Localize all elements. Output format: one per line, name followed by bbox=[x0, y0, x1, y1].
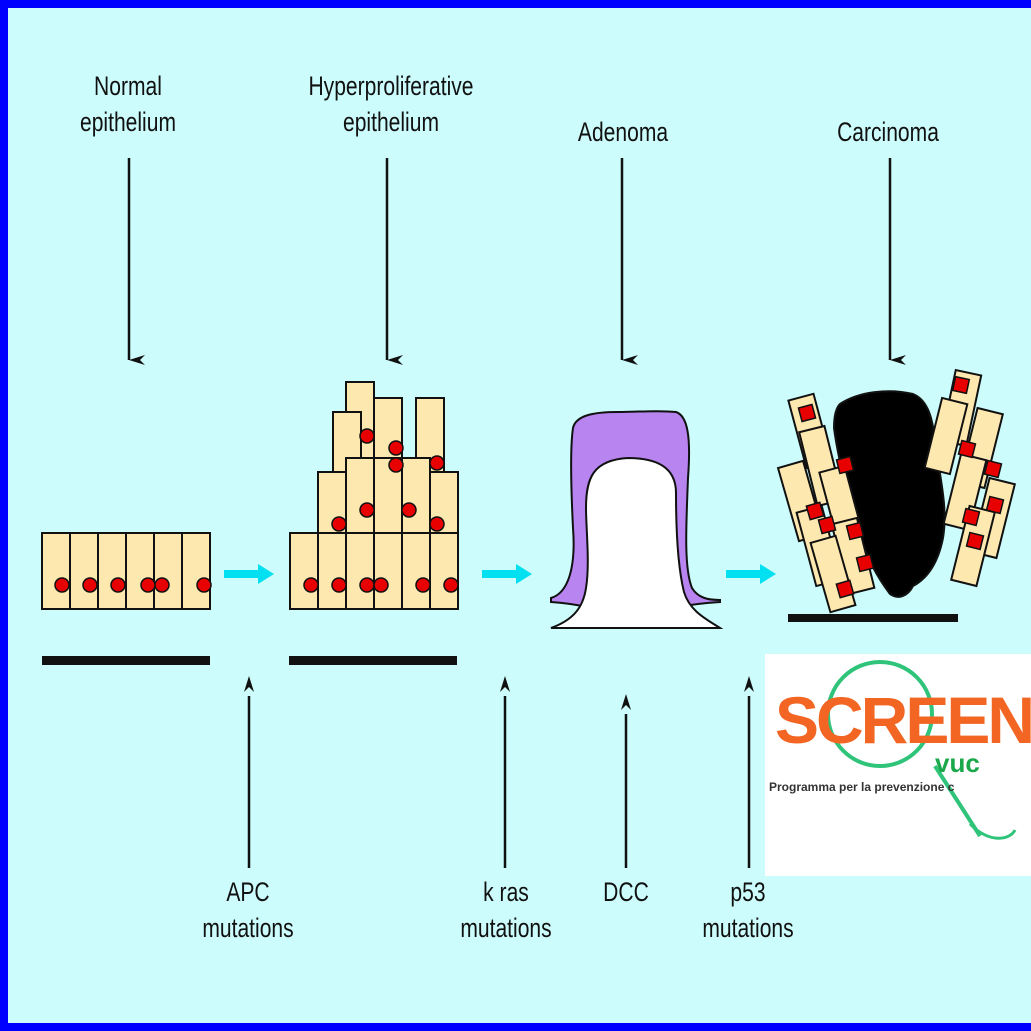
hyper-baseline bbox=[289, 656, 457, 665]
progression-arrow-2 bbox=[482, 564, 532, 584]
dcc-up-arrowhead bbox=[621, 694, 631, 710]
mutation-arrows bbox=[244, 676, 754, 868]
screening-logo: SCREENI vuc Programma per la prevenzione… bbox=[765, 654, 1031, 876]
carcinoma-baseline bbox=[788, 614, 958, 622]
hyperproliferative-epithelium bbox=[290, 382, 458, 609]
progression-arrow-3 bbox=[726, 564, 776, 584]
logo-tagline: Programma per la prevenzione c bbox=[769, 780, 954, 794]
logo-sub-text: vuc bbox=[935, 748, 980, 779]
p53-up-arrowhead bbox=[744, 676, 754, 692]
progression-arrow-1 bbox=[224, 564, 274, 584]
logo-brand-text: SCREENI bbox=[775, 682, 1031, 758]
normal-epithelium bbox=[42, 533, 211, 609]
carcinoma bbox=[778, 370, 1015, 612]
stage-arrows bbox=[129, 158, 890, 360]
apc-up-arrowhead bbox=[244, 676, 254, 692]
kras-up-arrowhead bbox=[500, 676, 510, 692]
adenoma bbox=[551, 411, 720, 628]
normal-baseline bbox=[42, 656, 210, 665]
